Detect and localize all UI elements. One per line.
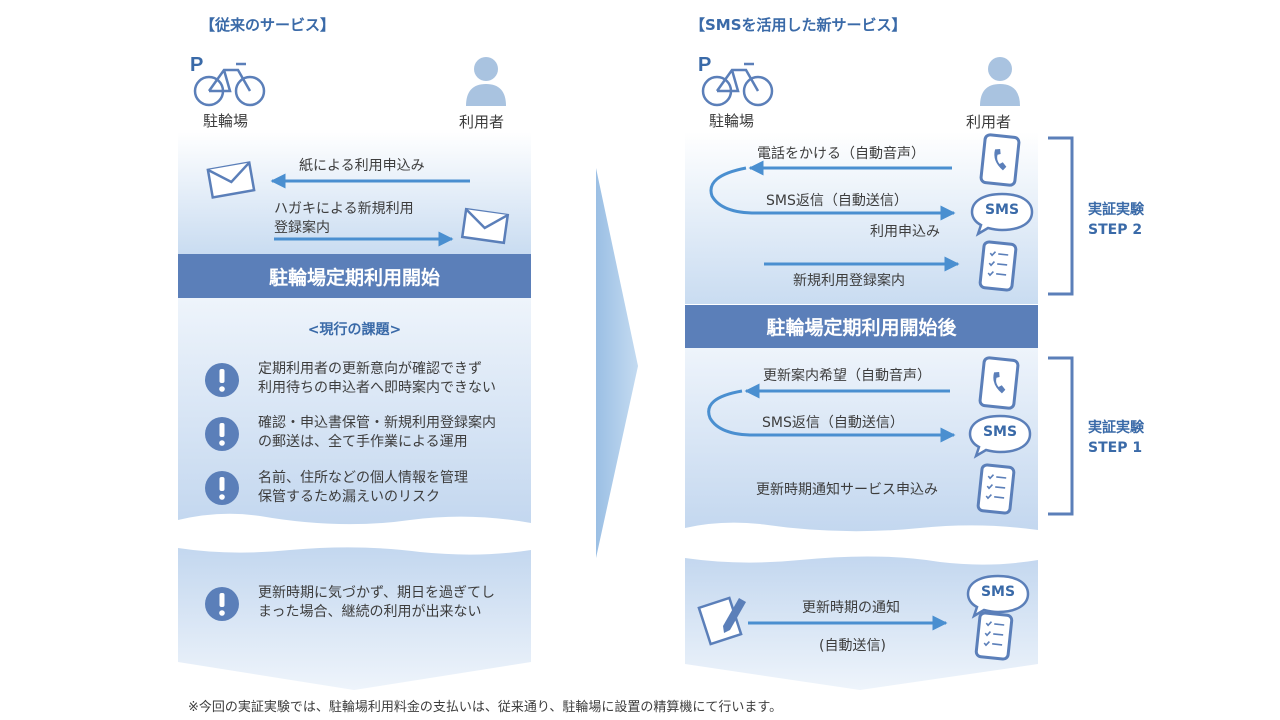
- parking-label: 駐輪場: [709, 112, 755, 130]
- parking-label: 駐輪場: [203, 112, 249, 130]
- right-start-banner: 駐輪場定期利用開始後: [685, 305, 1038, 348]
- left-issues-panel: [178, 298, 531, 525]
- sms-bubble-text: SMS: [982, 424, 1018, 440]
- issue-line: 定期利用者の更新意向が確認できず: [258, 361, 482, 377]
- right-step1-panel: [685, 348, 1038, 532]
- user-icon: [466, 57, 506, 106]
- envelope-icon: [206, 161, 256, 199]
- issues-title: <現行の課題>: [307, 322, 402, 338]
- sms-bubble-text: SMS: [980, 584, 1016, 600]
- user-icon: [980, 57, 1020, 106]
- issue-line: 更新時期に気づかず、期日を過ぎてし: [258, 585, 496, 601]
- bracket-label-line: 実証実験: [1088, 202, 1144, 218]
- bracket-label-line: STEP 2: [1088, 222, 1143, 238]
- bicycle-icon: [193, 62, 266, 107]
- notebook-pen-icon: [697, 596, 746, 646]
- step2-guide-label: 新規利用登録案内: [793, 273, 905, 289]
- parking-p-icon: P: [698, 54, 711, 76]
- renewal-auto-label: (自動送信): [819, 638, 886, 654]
- issue-item: 確認・申込書保管・新規利用登録案内 の郵送は、全て手作業による運用: [258, 414, 496, 452]
- parking-p-icon: P: [190, 54, 203, 76]
- warning-icon: [205, 471, 239, 505]
- warning-icon: [205, 363, 239, 397]
- step1-apply-label: 更新時期通知サービス申込み: [756, 482, 938, 498]
- issue-item: 定期利用者の更新意向が確認できず 利用待ちの申込者へ即時案内できない: [258, 360, 496, 398]
- bracket-label-line: STEP 1: [1088, 440, 1143, 456]
- step2-call-label: 電話をかける（自動音声）: [757, 146, 925, 162]
- issue-line: まった場合、継続の利用が出来ない: [258, 604, 482, 620]
- arrow-step2-sms-reply: [709, 166, 956, 221]
- bracket-step1-label: 実証実験 STEP 1: [1088, 418, 1144, 458]
- bicycle-icon: [701, 62, 774, 107]
- phone-checklist-icon: [976, 463, 1016, 515]
- envelope-icon: [460, 207, 510, 245]
- renewal-notice-label: 更新時期の通知: [802, 600, 900, 616]
- bracket-step1: [1048, 356, 1074, 516]
- issue-item: 名前、住所などの個人情報を管理 保管するため漏えいのリスク: [258, 469, 468, 507]
- issue-line: 名前、住所などの個人情報を管理: [258, 470, 468, 486]
- flow-postcard-label-line2: 登録案内: [274, 220, 330, 236]
- left-bottom-panel: [178, 547, 531, 690]
- sms-bubble-icon: [970, 192, 1034, 237]
- step1-call-label: 更新案内希望（自動音声）: [763, 368, 931, 384]
- step2-apply-label: 利用申込み: [870, 224, 940, 240]
- bracket-step2: [1048, 136, 1074, 296]
- sms-bubble-icon: [968, 414, 1032, 459]
- flow-paper-application-label: 紙による利用申込み: [299, 158, 425, 174]
- arrow-step1-sms-reply: [707, 389, 956, 443]
- phone-call-icon: [978, 356, 1020, 410]
- issue-line: の郵送は、全て手作業による運用: [258, 434, 468, 450]
- warning-icon: [205, 587, 239, 621]
- step2-sms-reply-label: SMS返信（自動送信）: [766, 193, 908, 209]
- flow-postcard-label-line1: ハガキによる新規利用: [274, 201, 414, 217]
- bracket-step2-label: 実証実験 STEP 2: [1088, 200, 1144, 240]
- left-start-banner: 駐輪場定期利用開始: [178, 254, 531, 298]
- user-label: 利用者: [459, 113, 505, 131]
- phone-call-icon: [979, 133, 1021, 187]
- issue-line: 確認・申込書保管・新規利用登録案内: [258, 415, 496, 431]
- issue-line: 保管するため漏えいのリスク: [258, 489, 440, 505]
- warning-icon: [205, 417, 239, 451]
- phone-checklist-icon: [974, 611, 1014, 661]
- issue-line: 利用待ちの申込者へ即時案内できない: [258, 380, 496, 396]
- left-heading: 【従来のサービス】: [200, 16, 336, 34]
- sms-bubble-text: SMS: [984, 202, 1020, 218]
- center-transition-arrow: [596, 168, 638, 558]
- phone-checklist-icon: [978, 240, 1018, 292]
- footnote: ※今回の実証実験では、駐輪場利用料金の支払いは、従来通り、駐輪場に設置の精算機に…: [188, 700, 783, 715]
- issue-item: 更新時期に気づかず、期日を過ぎてし まった場合、継続の利用が出来ない: [258, 584, 495, 622]
- bracket-label-line: 実証実験: [1088, 420, 1144, 436]
- user-label: 利用者: [966, 113, 1012, 131]
- right-heading: 【SMSを活用した新サービス】: [690, 16, 907, 34]
- step1-sms-reply-label: SMS返信（自動送信）: [762, 415, 904, 431]
- sms-bubble-icon: [966, 574, 1030, 619]
